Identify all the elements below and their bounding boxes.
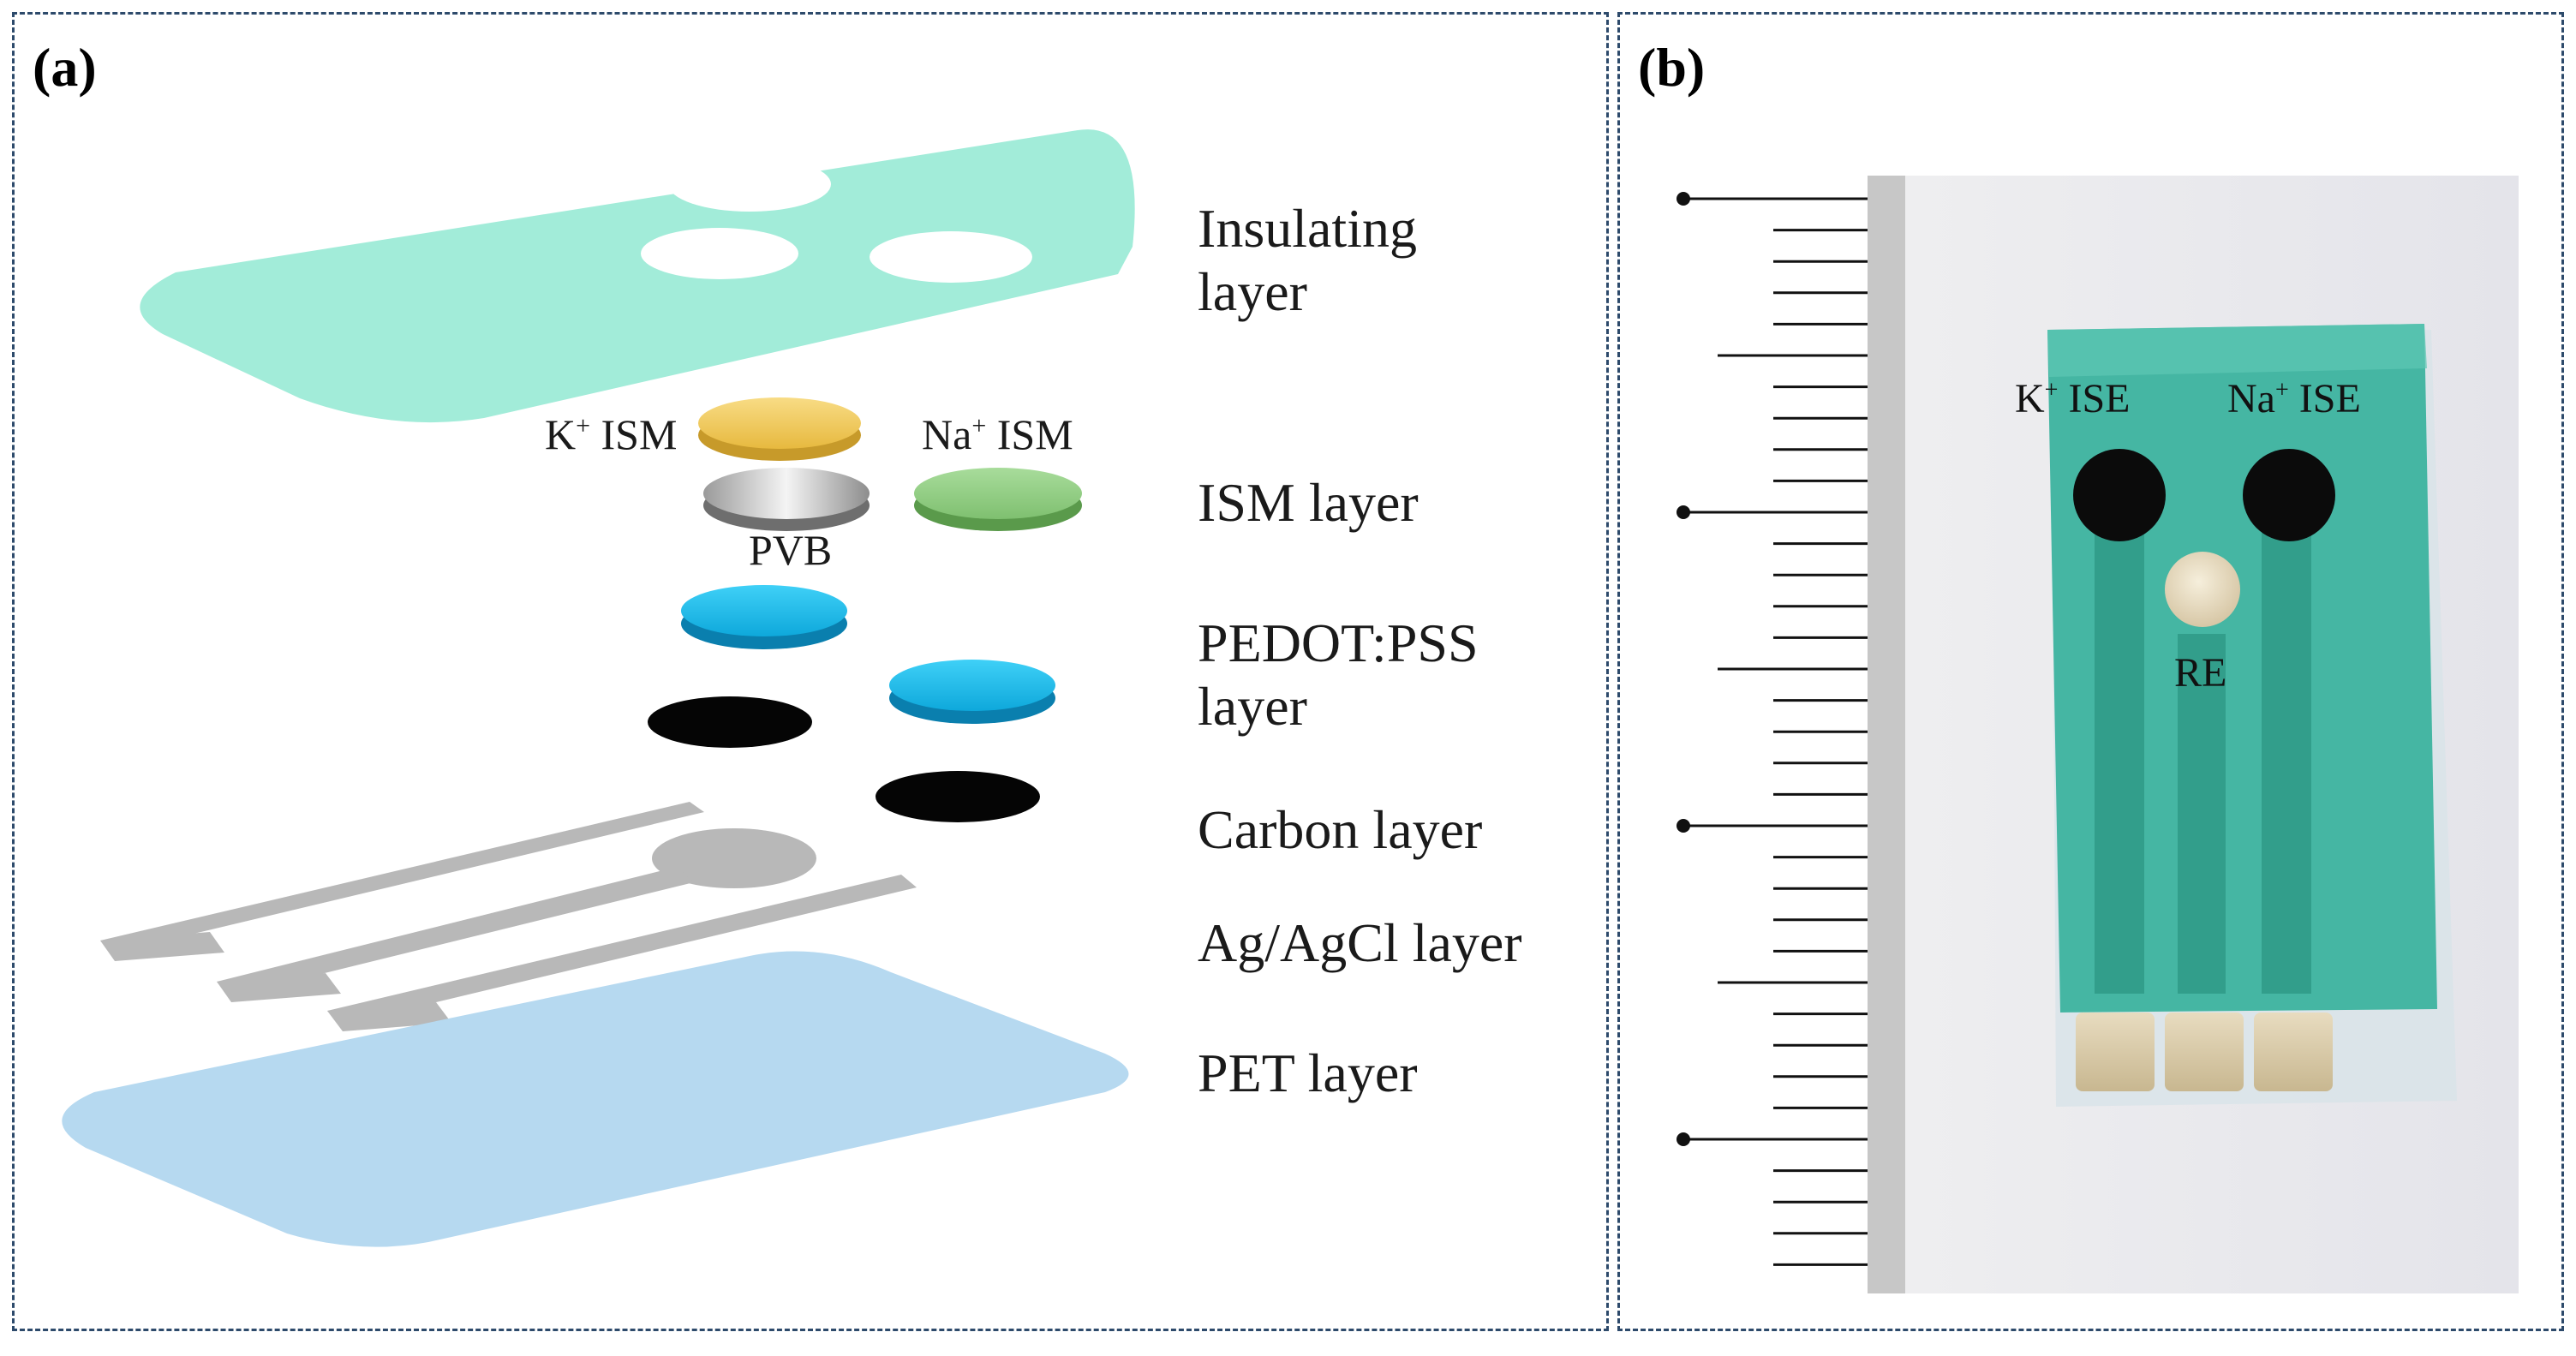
na-ise-electrode: [2243, 449, 2335, 541]
insulating-hole: [641, 228, 798, 279]
pvb-disc: [703, 468, 870, 519]
re-electrode: [2165, 552, 2240, 627]
sensor-strip-highlight: [2047, 324, 2427, 377]
k-ise-charge: +: [2044, 377, 2059, 403]
panel-b-letter: (b): [1638, 37, 1706, 98]
insulating-layer: [140, 129, 1135, 423]
k-ise-ion: K: [2015, 376, 2045, 421]
ruler-major-dot: [1676, 192, 1690, 206]
carbon-disc: [648, 696, 812, 748]
panel-b-frame: [1617, 12, 2564, 1331]
k-ise-electrode: [2073, 449, 2166, 541]
electrode-traces: [2095, 531, 2311, 994]
pet-layer: [62, 951, 1129, 1247]
contact-pad: [2165, 1013, 2244, 1091]
contact-pad: [2254, 1013, 2333, 1091]
na-ism-ion: Na: [922, 410, 972, 458]
k-ism-suffix: ISM: [590, 410, 678, 458]
insulating-hole: [668, 157, 831, 212]
re-label: RE: [2174, 650, 2227, 696]
ruler-major-dot: [1676, 1132, 1690, 1146]
insulating-layer-label: Insulating layer: [1198, 198, 1417, 322]
ruler-major-dot: [1676, 505, 1690, 519]
agcl-layer: [100, 802, 917, 1031]
na-ism-charge: +: [971, 411, 987, 440]
pedot-layer-label: PEDOT:PSS layer: [1198, 612, 1479, 737]
ruler-major-dots: [1676, 192, 1690, 1146]
k-ism-label: K+ ISM: [545, 409, 677, 459]
na-ism-suffix: ISM: [986, 410, 1073, 458]
ruler-ticks: [1683, 197, 1868, 1266]
na-ise-charge: +: [2274, 377, 2289, 403]
contact-pad: [2076, 1013, 2155, 1091]
ruler-edge-shadow: [1868, 176, 1905, 1293]
pet-layer-label: PET layer: [1198, 1042, 1418, 1103]
panel-a-letter: (a): [33, 37, 97, 98]
carbon-disc: [876, 771, 1040, 822]
na-ism-label: Na+ ISM: [922, 409, 1073, 459]
k-ism-disc: [698, 397, 861, 449]
na-ism-disc: [914, 468, 1082, 519]
carbon-layer-label: Carbon layer: [1198, 799, 1483, 860]
na-ise-ion: Na: [2227, 376, 2275, 421]
insulating-hole: [870, 231, 1032, 283]
agcl-layer-label: Ag/AgCl layer: [1198, 912, 1522, 973]
k-ism-ion: K: [545, 410, 577, 458]
ruler-body: [1662, 176, 1868, 1293]
ism-layer-label: ISM layer: [1198, 472, 1419, 533]
k-ism-charge: +: [576, 411, 591, 440]
k-ise-label: K+ ISE: [2015, 375, 2130, 422]
pvb-label: PVB: [749, 526, 833, 574]
ruler-major-dot: [1676, 819, 1690, 833]
k-ise-suffix: ISE: [2058, 376, 2131, 421]
pedot-disc: [681, 585, 847, 636]
na-ise-suffix: ISE: [2288, 376, 2361, 421]
pedot-disc: [889, 660, 1055, 711]
panel-a-frame: [12, 12, 1609, 1331]
na-ise-label: Na+ ISE: [2227, 375, 2361, 422]
